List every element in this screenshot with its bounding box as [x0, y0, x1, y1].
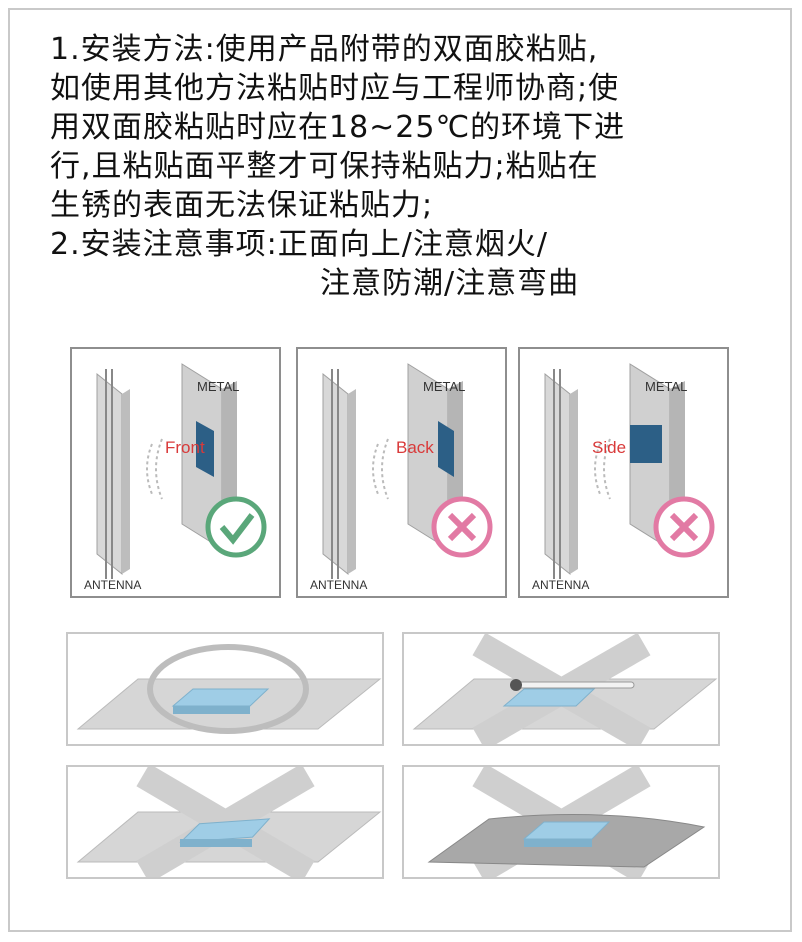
page-frame — [8, 8, 792, 932]
instruction-line: 生锈的表面无法保证粘贴力; — [50, 188, 434, 223]
flat-mount-art — [76, 644, 382, 734]
orientation-diagram-front: METAL Front ANTENNA — [70, 347, 281, 598]
front-diagram-art: METAL Front ANTENNA — [84, 363, 267, 592]
instruction-line: 注意防潮/注意弯曲 — [320, 266, 580, 301]
back-diagram-art: METAL Back ANTENNA — [310, 363, 493, 592]
mounting-example-wrong-1 — [402, 632, 720, 746]
antenna-label: ANTENNA — [84, 578, 141, 592]
tag-label: Side — [592, 438, 626, 457]
tag-label: Back — [396, 438, 434, 457]
instruction-line: 1.安装方法:使用产品附带的双面胶粘贴, — [50, 32, 599, 67]
metal-label: METAL — [423, 379, 465, 394]
instruction-line: 2.安装注意事项:正面向上/注意烟火/ — [50, 227, 548, 262]
instruction-line: 用双面胶粘贴时应在18~25℃的环境下进 — [50, 110, 626, 145]
wrong-mount-art-3 — [427, 767, 706, 877]
mounting-example-wrong-2 — [66, 765, 384, 879]
installation-instructions: 1.安装方法:使用产品附带的双面胶粘贴, 如使用其他方法粘贴时应与工程师协商;使… — [50, 30, 770, 303]
instruction-line: 如使用其他方法粘贴时应与工程师协商;使 — [50, 71, 620, 106]
metal-label: METAL — [645, 379, 687, 394]
orientation-diagram-side: METAL Side ANTENNA — [518, 347, 729, 598]
wrong-mount-art-1 — [412, 634, 718, 744]
tag-label: Front — [165, 438, 205, 457]
orientation-diagram-back: METAL Back ANTENNA — [296, 347, 507, 598]
antenna-label: ANTENNA — [532, 578, 589, 592]
antenna-label: ANTENNA — [310, 578, 367, 592]
instruction-line: 行,且粘贴面平整才可保持粘贴力;粘贴在 — [50, 149, 599, 184]
mounting-example-correct — [66, 632, 384, 746]
side-diagram-art: METAL Side ANTENNA — [532, 363, 715, 592]
wrong-mount-art-2 — [76, 767, 382, 877]
mounting-example-wrong-3 — [402, 765, 720, 879]
metal-label: METAL — [197, 379, 239, 394]
